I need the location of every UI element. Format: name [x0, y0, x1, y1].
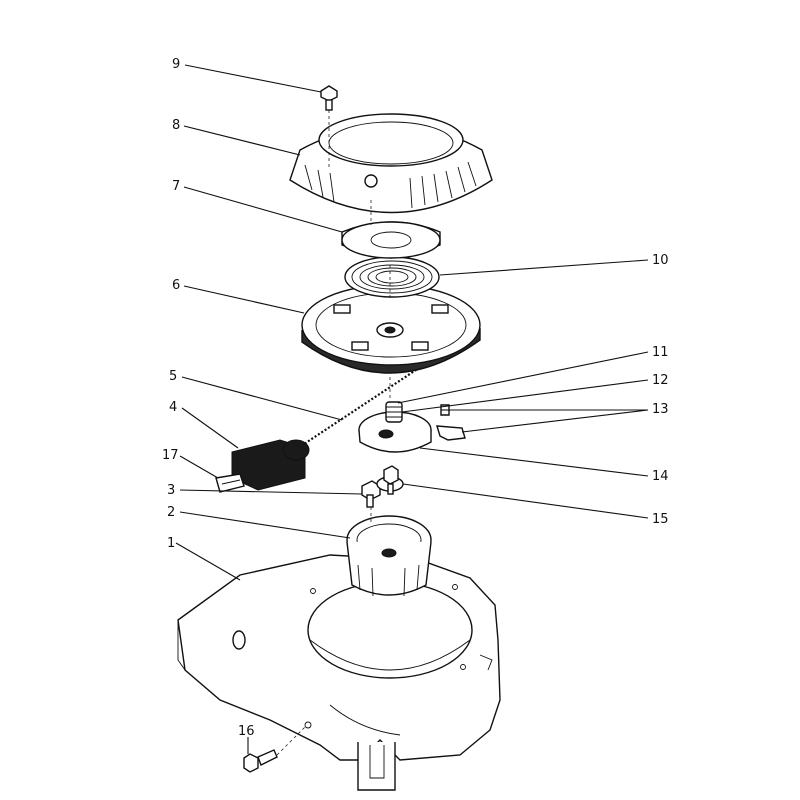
spring-part-12	[385, 401, 403, 423]
screw-part-16	[243, 749, 278, 773]
callout-16: 16	[238, 724, 255, 739]
screw-part-3	[361, 480, 381, 508]
starter-rope-part	[297, 361, 429, 449]
callout-9: 9	[172, 57, 180, 72]
leader-lines	[175, 64, 649, 754]
callout-15: 15	[652, 512, 669, 527]
callout-14: 14	[652, 469, 669, 484]
pulley-hub-part	[358, 411, 432, 453]
starter-housing-part	[289, 113, 493, 214]
pawl-part	[436, 425, 466, 441]
handle-insert-part	[215, 473, 245, 493]
callout-11: 11	[652, 345, 669, 360]
spring-cover-part	[341, 221, 441, 259]
recoil-spring-part	[344, 256, 440, 298]
callout-3: 3	[167, 483, 175, 498]
callout-1: 1	[167, 536, 175, 551]
starter-cup-part	[346, 515, 432, 597]
callout-6: 6	[172, 278, 180, 293]
callout-17: 17	[162, 448, 179, 463]
callout-5: 5	[169, 369, 177, 384]
callout-7: 7	[172, 179, 180, 194]
screw-part-9	[320, 85, 338, 111]
callout-12: 12	[652, 373, 669, 388]
callout-8: 8	[172, 118, 180, 133]
callout-10: 10	[652, 253, 669, 268]
callout-13: 13	[652, 402, 669, 417]
callout-4: 4	[169, 400, 177, 415]
screw-part-15	[376, 465, 404, 495]
callout-labels: 9 8 7 10 6 11 12 5 13 4 14 17 3 15 2 1 1…	[162, 57, 669, 739]
assembly-axis-lines	[276, 110, 391, 756]
rope-pulley-part	[301, 284, 481, 374]
callout-2: 2	[167, 505, 175, 520]
blower-housing-part	[177, 554, 501, 791]
